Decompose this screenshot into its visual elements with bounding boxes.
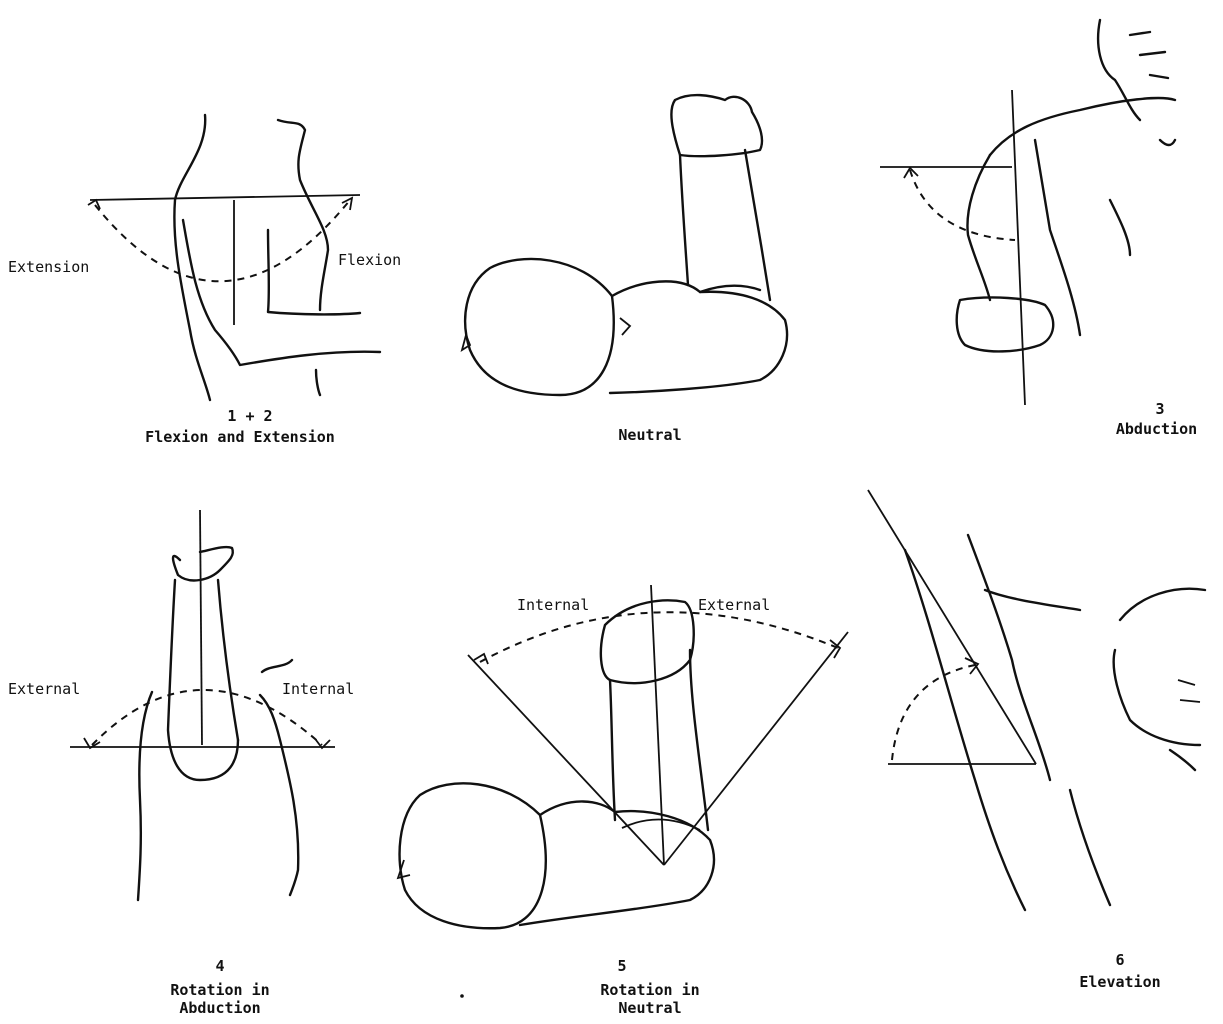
- caption-number-1-2: 1 + 2: [140, 408, 360, 425]
- label-flexion: Flexion: [338, 251, 401, 269]
- figure-rotation-abduction: [70, 510, 335, 900]
- caption-rotation-in-5: Rotation in: [540, 982, 760, 999]
- figure-rotation-neutral: [398, 585, 848, 928]
- caption-elevation: Elevation: [1050, 974, 1190, 991]
- caption-flexion-extension: Flexion and Extension: [85, 429, 395, 446]
- caption-number-4: 4: [170, 958, 270, 975]
- label-external-4: External: [8, 680, 80, 698]
- caption-number-3: 3: [1110, 401, 1210, 418]
- caption-neutral: Neutral: [580, 427, 720, 444]
- label-external-5: External: [698, 596, 770, 614]
- caption-abduction: Abduction: [1090, 421, 1223, 438]
- figure-abduction: [880, 20, 1175, 405]
- caption-rotation-in-4: Rotation in: [120, 982, 320, 999]
- caption-number-5: 5: [572, 958, 672, 975]
- caption-neutral-5: Neutral: [540, 1000, 760, 1017]
- stray-dot: [460, 994, 464, 998]
- figure-elevation: [868, 490, 1205, 910]
- figure-neutral: [462, 95, 787, 395]
- caption-number-6: 6: [1060, 952, 1180, 969]
- figure-flexion-extension: [88, 115, 380, 400]
- label-extension: Extension: [8, 258, 89, 276]
- caption-abduction-4: Abduction: [120, 1000, 320, 1017]
- label-internal-5: Internal: [517, 596, 589, 614]
- label-internal-4: Internal: [282, 680, 354, 698]
